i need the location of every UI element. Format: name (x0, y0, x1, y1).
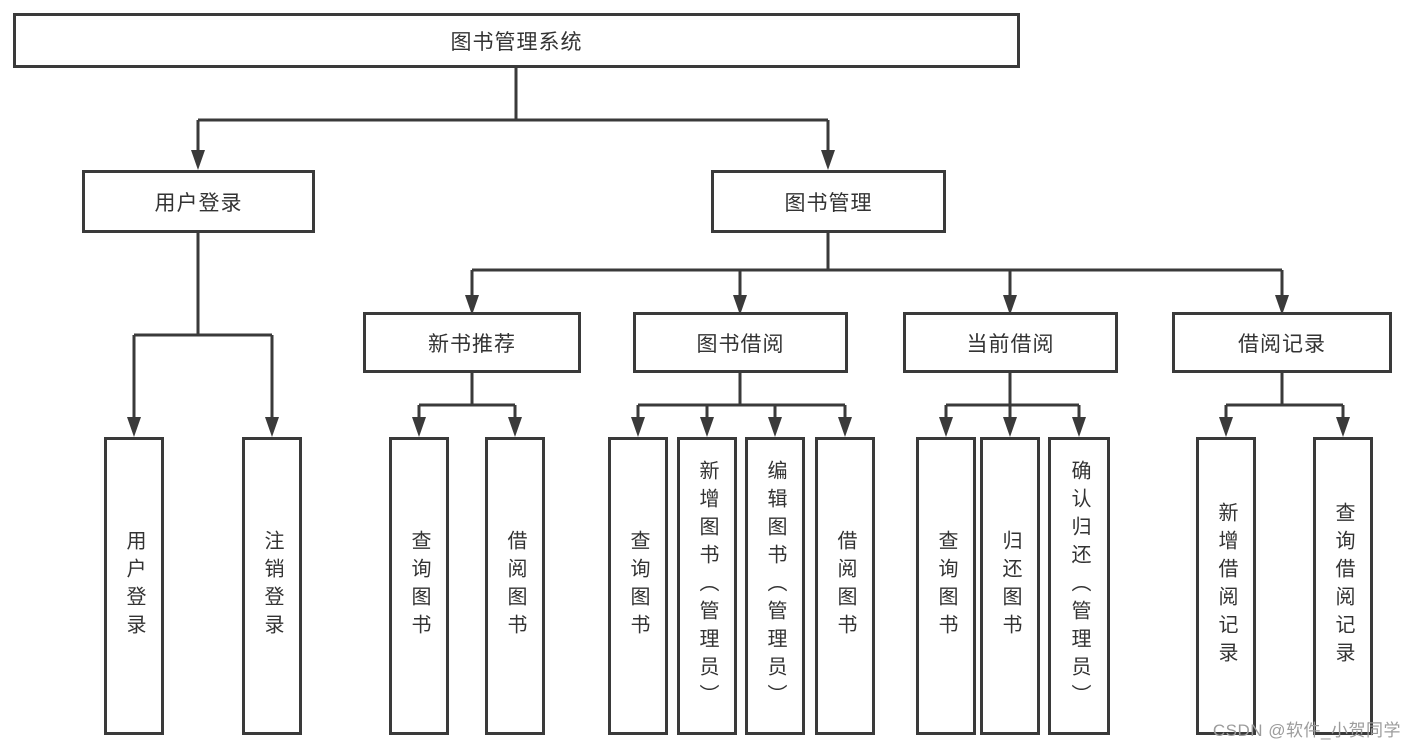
node-leaf-return-book-label: 归还图书 (999, 530, 1021, 642)
node-new-book-recommend: 新书推荐 (363, 312, 581, 373)
tree-lines (132, 68, 1345, 419)
node-leaf-query-books-1: 查询图书 (389, 437, 449, 735)
node-user-login-label: 用户登录 (154, 191, 243, 215)
node-leaf-add-book-admin-label: 新增图书（管理员） (696, 460, 718, 712)
node-borrow-records-label: 借阅记录 (1238, 332, 1326, 356)
arrowheads (127, 150, 1350, 437)
node-leaf-query-borrow-record: 查询借阅记录 (1313, 437, 1373, 735)
arrow-head (768, 417, 782, 437)
arrow-head (1275, 295, 1289, 315)
node-book-management: 图书管理 (711, 170, 946, 233)
node-leaf-edit-book-admin-label: 编辑图书（管理员） (764, 460, 786, 712)
node-leaf-add-book-admin: 新增图书（管理员） (677, 437, 737, 735)
arrow-head (1336, 417, 1350, 437)
arrow-head (508, 417, 522, 437)
node-leaf-user-login-label: 用户登录 (123, 530, 145, 642)
node-leaf-query-books-3-label: 查询图书 (935, 530, 957, 642)
arrow-head (700, 417, 714, 437)
node-leaf-logout: 注销登录 (242, 437, 302, 735)
arrow-head (265, 417, 279, 437)
node-leaf-query-books-2: 查询图书 (608, 437, 668, 735)
arrow-head (838, 417, 852, 437)
node-leaf-user-login: 用户登录 (104, 437, 164, 735)
node-book-borrow: 图书借阅 (633, 312, 848, 373)
node-leaf-confirm-return-admin-label: 确认归还（管理员） (1068, 460, 1090, 712)
node-leaf-borrow-books-2-label: 借阅图书 (834, 530, 856, 642)
node-leaf-query-borrow-record-label: 查询借阅记录 (1332, 502, 1354, 670)
node-current-borrow-label: 当前借阅 (966, 332, 1055, 356)
arrow-head (1003, 417, 1017, 437)
node-new-book-recommend-label: 新书推荐 (428, 332, 516, 356)
node-leaf-edit-book-admin: 编辑图书（管理员） (745, 437, 805, 735)
node-user-login: 用户登录 (82, 170, 315, 233)
node-root-label: 图书管理系统 (450, 30, 583, 54)
node-leaf-borrow-books-1-label: 借阅图书 (504, 530, 526, 642)
node-root: 图书管理系统 (13, 13, 1020, 68)
node-leaf-query-books-2-label: 查询图书 (627, 530, 649, 642)
node-leaf-logout-label: 注销登录 (261, 530, 283, 642)
node-borrow-records: 借阅记录 (1172, 312, 1392, 373)
node-leaf-borrow-books-2: 借阅图书 (815, 437, 875, 735)
node-book-borrow-label: 图书借阅 (696, 332, 785, 356)
arrow-head (191, 150, 205, 170)
node-leaf-add-borrow-record: 新增借阅记录 (1196, 437, 1256, 735)
node-leaf-add-borrow-record-label: 新增借阅记录 (1215, 502, 1237, 670)
arrow-head (939, 417, 953, 437)
arrow-head (1072, 417, 1086, 437)
node-leaf-return-book: 归还图书 (980, 437, 1040, 735)
node-leaf-confirm-return-admin: 确认归还（管理员） (1048, 437, 1110, 735)
node-current-borrow: 当前借阅 (903, 312, 1118, 373)
csdn-watermark: CSDN @软件_小贺同学 (1212, 721, 1401, 740)
arrow-head (1003, 295, 1017, 315)
arrow-head (733, 295, 747, 315)
node-leaf-borrow-books-1: 借阅图书 (485, 437, 545, 735)
arrow-head (465, 295, 479, 315)
arrow-head (127, 417, 141, 437)
node-leaf-query-books-3: 查询图书 (916, 437, 976, 735)
arrow-head (412, 417, 426, 437)
arrow-head (821, 150, 835, 170)
node-book-management-label: 图书管理 (784, 191, 873, 215)
arrow-head (631, 417, 645, 437)
arrow-head (1219, 417, 1233, 437)
node-leaf-query-books-1-label: 查询图书 (408, 530, 430, 642)
